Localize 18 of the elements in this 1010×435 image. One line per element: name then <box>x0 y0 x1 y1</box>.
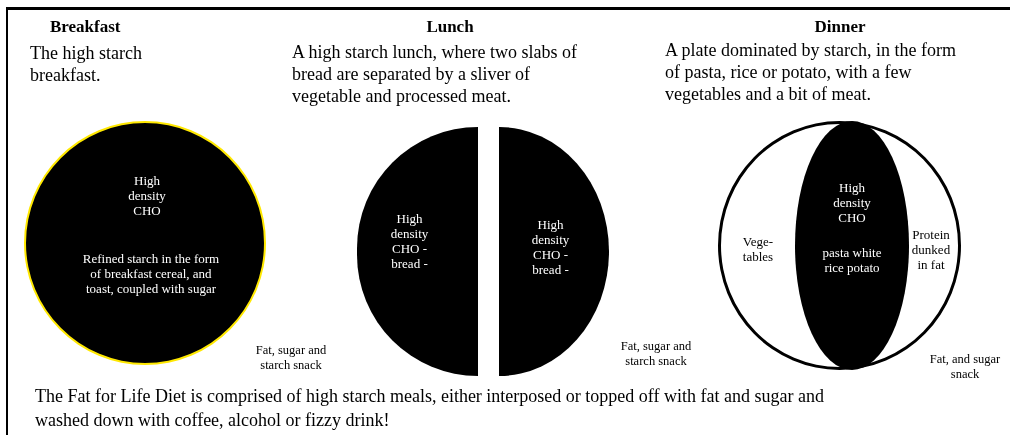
meal-heading: Breakfast <box>50 17 122 37</box>
description-text: Fat, and sugar snack <box>928 352 1002 382</box>
plate-label: Protein dunked in fat <box>910 227 952 272</box>
plate-label: pasta white rice potato <box>821 245 883 275</box>
meal-heading: Lunch <box>425 17 475 37</box>
description-text: The high starch breakfast. <box>30 42 143 86</box>
plate-label: High density CHO <box>832 180 872 225</box>
description-text: Fat, sugar and starch snack <box>254 343 328 373</box>
plate-label: High density CHO <box>127 173 167 218</box>
description-text: Fat, sugar and starch snack <box>619 339 693 369</box>
caption-text: The Fat for Life Diet is comprised of high starch meals, either interposed or topped off with fat and sugar and washed down with coffee, alcohol or fizzy drink! <box>35 385 825 432</box>
description-text: A high starch lunch, where two slabs of bread are separated by a sliver of vegetable and processed meat. <box>292 41 578 107</box>
plate-label: High density CHO - bread - <box>530 217 571 277</box>
plate-label: Refined starch in the form of breakfast cereal, and toast, coupled with sugar <box>81 251 221 296</box>
description-text: A plate dominated by starch, in the form of pasta, rice or potato, with a few vegetables and a bit of meat. <box>665 39 957 105</box>
plate-label: Vege- tables <box>741 234 775 264</box>
plate-label: High density CHO - bread - <box>389 211 430 271</box>
meal-heading: Dinner <box>813 17 867 37</box>
